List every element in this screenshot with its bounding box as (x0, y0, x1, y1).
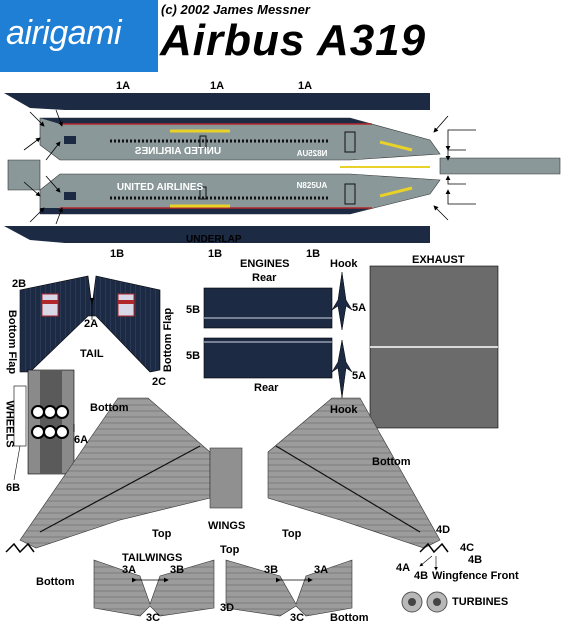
wing-right (267, 397, 441, 549)
wing-center (209, 447, 243, 509)
airline-name: UNITED AIRLINES (117, 182, 204, 193)
label-1b-1: 1B (110, 248, 125, 260)
label-1b-3: 1B (306, 248, 321, 260)
label-2c: 2C (152, 376, 167, 388)
tailwing-right (225, 559, 353, 617)
label-3a-left: 3A (122, 564, 137, 576)
wings (5, 397, 449, 571)
engines (203, 287, 333, 379)
wheels-label: WHEELS (3, 400, 16, 448)
fuselage-logo-upper (64, 136, 76, 144)
label-3d: 3D (220, 602, 235, 614)
turbines (401, 591, 448, 613)
tailwings-top: Top (220, 544, 240, 556)
label-1a-3: 1A (298, 80, 313, 92)
label-4d: 4D (436, 524, 451, 536)
label-3c-right: 3C (290, 612, 305, 624)
tail (19, 275, 161, 373)
turbines-label: TURBINES (452, 596, 509, 608)
hook-label-top: Hook (330, 258, 358, 270)
label-4b: 4B (468, 554, 483, 566)
underlap-label: UNDERLAP (186, 234, 242, 245)
label-4a: 4A (396, 562, 411, 574)
fuselage-lower-belly (40, 208, 372, 214)
engines-rear-bottom: Rear (254, 382, 279, 394)
label-1b-2: 1B (208, 248, 223, 260)
wing-top-right: Top (282, 528, 302, 540)
tailwing-bottom-left: Bottom (36, 576, 75, 588)
label-5a-bottom: 5A (352, 370, 367, 382)
wingtip-right (419, 542, 449, 554)
bottom-flap-right: Bottom Flap (162, 307, 175, 373)
fuselage-right-tab (439, 157, 561, 175)
engine-bottom (203, 337, 333, 379)
logo-text: airigami (6, 14, 122, 52)
tail-logo-left (41, 293, 59, 317)
label-6b: 6B (6, 482, 21, 494)
registration-mirrored: N825UA (296, 149, 327, 158)
hook-label-bottom: Hook (330, 404, 358, 416)
label-2b: 2B (12, 278, 27, 290)
label-5b-bottom: 5B (186, 350, 201, 362)
label-1a-2: 1A (210, 80, 225, 92)
engines-title: ENGINES (240, 258, 290, 270)
label-5a-top: 5A (352, 302, 367, 314)
airline-mirrored: UNITED AIRLINES (135, 146, 222, 157)
engines-rear-top: Rear (252, 272, 277, 284)
copyright: (c) 2002 James Messner (161, 2, 310, 17)
yellow-stripe-lower-nose (379, 186, 413, 198)
logo-box: airigami (0, 0, 158, 72)
label-3a-right: 3A (314, 564, 329, 576)
tail-logo-right (117, 293, 135, 317)
door-upper-mid (199, 135, 207, 149)
registration: N825UA (297, 181, 328, 190)
label-1a-1: 1A (116, 80, 131, 92)
door-lower-mid (199, 186, 207, 200)
hook-top (331, 271, 353, 331)
tailwing-bottom-right: Bottom (330, 612, 369, 624)
model-title: Airbus A319 (160, 16, 427, 65)
wheel-circles (31, 405, 69, 439)
label-2a: 2A (84, 318, 99, 330)
label-3b-left: 3B (170, 564, 185, 576)
label-5b-top: 5B (186, 304, 201, 316)
label-4c: 4C (460, 542, 475, 554)
yellow-stripe-upper-nose (379, 140, 413, 152)
tailwings-title: TAILWINGS (122, 552, 183, 564)
fuselage-upper-roof (40, 118, 370, 124)
fuselage-upper-half (39, 117, 441, 161)
wings-center-label: WINGS (208, 520, 246, 532)
wing-bottom-left: Bottom (90, 402, 129, 414)
fuselage-left-tab (7, 159, 41, 191)
wing-bottom-right: Bottom (372, 456, 411, 468)
fuselage-arrows (23, 109, 476, 225)
wingfence-label: Wingfence Front (432, 570, 519, 582)
fuselage: UNITED AIRLINES UNITED AIRLINES N825UA N… (4, 93, 561, 243)
wingtip-left (5, 542, 35, 554)
label-6a: 6A (74, 434, 89, 446)
tailwings (93, 559, 353, 617)
tailwing-left (93, 559, 215, 617)
exhaust (369, 265, 499, 429)
fuselage-bottom-strip (4, 226, 430, 243)
label-4b-lower: 4B (414, 570, 429, 582)
label-3c-left: 3C (146, 612, 161, 624)
hook-bottom (331, 339, 353, 399)
wing-top-left: Top (152, 528, 172, 540)
bottom-flap-left: Bottom Flap (6, 309, 19, 375)
wing-left (19, 397, 211, 549)
exhaust-title: EXHAUST (412, 254, 465, 266)
fuselage-top-strip (4, 93, 430, 110)
hooks (331, 271, 353, 399)
door-lower-front (344, 183, 356, 205)
fuselage-logo-lower (64, 192, 76, 200)
label-3b-right: 3B (264, 564, 279, 576)
engine-top (203, 287, 333, 329)
wheels (13, 369, 75, 481)
tail-label: TAIL (80, 348, 104, 360)
door-upper-front (344, 131, 356, 153)
